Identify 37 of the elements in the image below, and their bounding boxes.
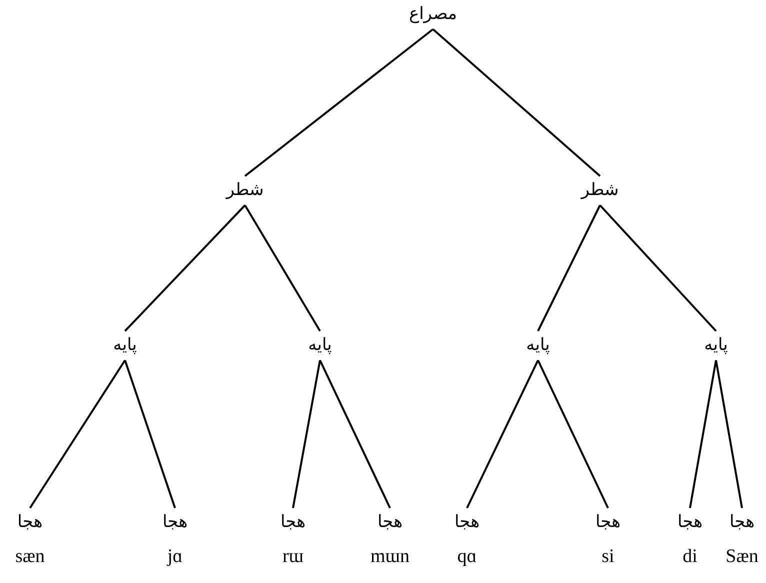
tree-branch: [599, 204, 717, 332]
phonetic-label: di: [682, 545, 698, 569]
phonetic-label: rɯ: [282, 545, 304, 569]
node-label: پایه: [704, 335, 728, 356]
node-label: هجا: [377, 512, 403, 534]
tree-branch: [319, 360, 391, 508]
node-label: پایه: [308, 335, 332, 356]
tree-branch: [124, 204, 246, 332]
node-label: پایه: [113, 335, 137, 356]
node-label: هجا: [280, 512, 306, 534]
node-label: هجا: [729, 512, 755, 534]
tree-branch: [124, 360, 176, 508]
phonetic-label: qɑ: [457, 545, 477, 569]
node-label: هجا: [17, 512, 43, 534]
node-label: مصراع: [408, 4, 458, 26]
tree-branch: [292, 360, 321, 508]
node-label: هجا: [677, 512, 703, 534]
node-label: هجا: [162, 512, 188, 534]
phonetic-label: Sæn: [726, 545, 758, 569]
tree-branch: [432, 28, 601, 177]
node-label: هجا: [595, 512, 621, 534]
tree-branch: [537, 204, 601, 332]
tree-branch: [29, 360, 126, 509]
phonetic-label: jɑ: [167, 545, 183, 569]
node-label: شطر: [226, 180, 264, 202]
node-label: پایه: [526, 335, 550, 356]
node-label: شطر: [581, 180, 619, 202]
tree-branch: [689, 360, 717, 508]
tree-branch: [715, 360, 743, 508]
node-label: هجا: [454, 512, 480, 534]
phonetic-label: si: [602, 545, 614, 569]
tree-branch: [244, 28, 434, 177]
tree-branch: [537, 360, 609, 508]
phonetic-label: sæn: [15, 545, 45, 569]
tree-branch: [244, 204, 321, 332]
tree-branch: [466, 360, 539, 508]
phonetic-label: mɯn: [370, 545, 410, 569]
